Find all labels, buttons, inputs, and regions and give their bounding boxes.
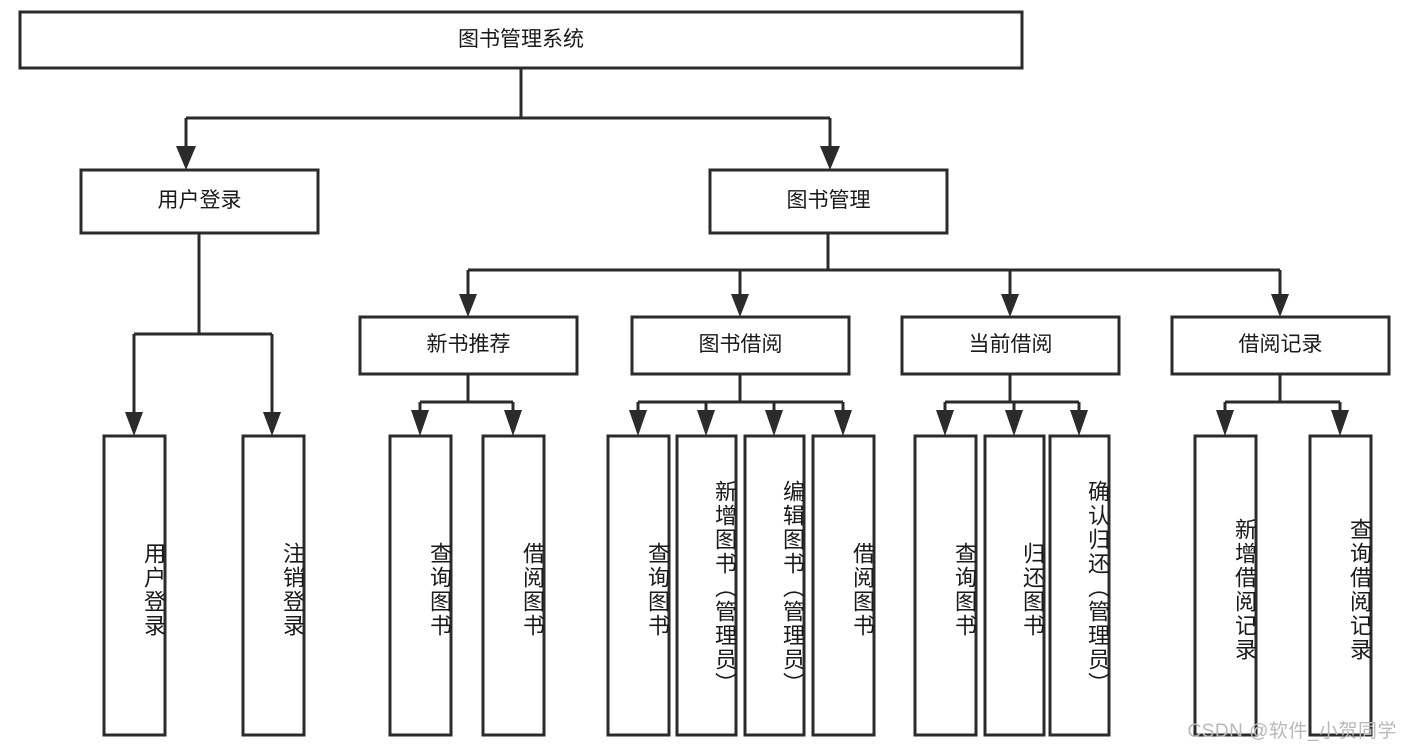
- node-user-login-box[interactable]: [79, 168, 320, 235]
- arrowhead-leaf-edit-book: [765, 410, 783, 436]
- connector-book-manage-to-level3: [459, 233, 1289, 317]
- arrowhead-book-manage: [820, 146, 840, 170]
- node-leaf-edit-book-box[interactable]: [743, 434, 806, 737]
- node-book-borrow-box[interactable]: [630, 315, 851, 376]
- node-leaf-query-book-1-box[interactable]: [388, 434, 453, 737]
- node-leaf-add-book-box[interactable]: [675, 434, 738, 737]
- connector-user-login-to-leaves: [125, 233, 281, 436]
- arrowhead-leaf-query-book-1: [411, 410, 429, 436]
- arrowhead-borrow-record: [1271, 294, 1289, 317]
- arrowhead-leaf-borrow-book-2: [834, 410, 852, 436]
- csdn-watermark: CSDN @软件_小贺同学: [1187, 721, 1397, 742]
- node-leaf-return-book-box[interactable]: [983, 434, 1046, 737]
- arrowhead-leaf-user-login: [125, 412, 143, 436]
- arrowhead-leaf-query-book-3: [936, 410, 954, 436]
- connector-new-book-recommend-to-leaves: [411, 374, 522, 436]
- node-leaf-borrow-book-2-box[interactable]: [811, 434, 876, 737]
- node-leaf-add-record-box[interactable]: [1193, 434, 1258, 737]
- connector-current-borrow-to-leaves: [936, 374, 1088, 436]
- node-root-box[interactable]: [18, 10, 1024, 70]
- node-leaf-query-book-3-box[interactable]: [913, 434, 978, 737]
- arrowhead-current-borrow: [1001, 294, 1019, 317]
- arrowhead-user-login: [176, 146, 196, 170]
- connector-root-to-level2: [176, 68, 840, 170]
- arrowhead-leaf-logout: [263, 412, 281, 436]
- node-leaf-borrow-book-1-box[interactable]: [481, 434, 546, 737]
- node-new-book-recommend-box[interactable]: [358, 315, 579, 376]
- connector-book-borrow-to-leaves: [629, 374, 852, 436]
- node-borrow-record-box[interactable]: [1170, 315, 1391, 376]
- node-book-manage-box[interactable]: [708, 168, 949, 235]
- arrowhead-leaf-add-book: [697, 410, 715, 436]
- arrowhead-new-book-recommend: [459, 294, 477, 317]
- node-leaf-user-login-box[interactable]: [102, 434, 167, 737]
- arrowhead-leaf-add-record: [1216, 410, 1234, 436]
- arrowhead-leaf-return-book: [1005, 410, 1023, 436]
- node-leaf-logout-box[interactable]: [241, 434, 306, 737]
- arrowhead-leaf-borrow-book-1: [504, 410, 522, 436]
- node-current-borrow-box[interactable]: [900, 315, 1121, 376]
- connector-borrow-record-to-leaves: [1216, 374, 1349, 436]
- node-leaf-confirm-return-box[interactable]: [1048, 434, 1111, 737]
- node-leaf-query-record-box[interactable]: [1308, 434, 1373, 737]
- arrowhead-book-borrow: [731, 294, 749, 317]
- arrowhead-leaf-confirm-return: [1070, 410, 1088, 436]
- arrowhead-leaf-query-book-2: [629, 410, 647, 436]
- node-leaf-query-book-2-box[interactable]: [606, 434, 671, 737]
- arrowhead-leaf-query-record: [1331, 410, 1349, 436]
